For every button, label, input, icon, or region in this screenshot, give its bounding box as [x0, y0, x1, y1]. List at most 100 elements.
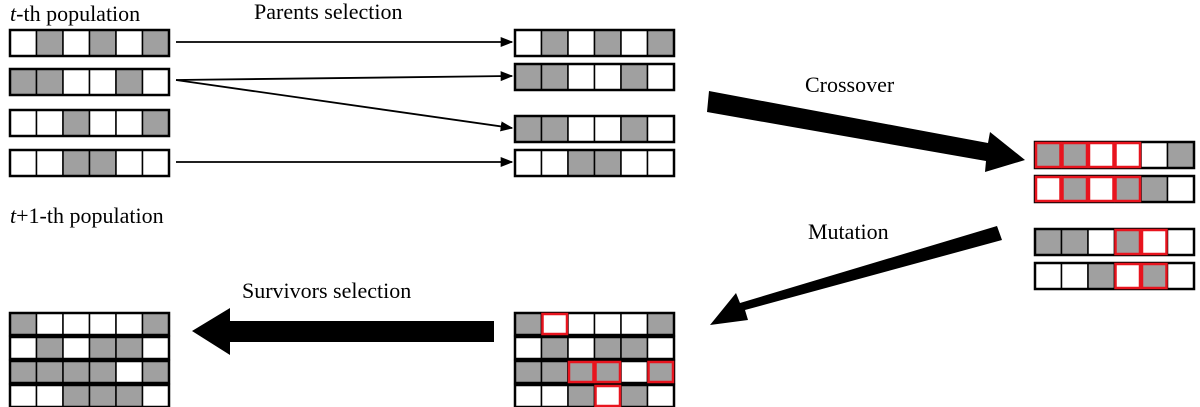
gene-cell: [620, 115, 649, 143]
gene-cell: [1166, 175, 1195, 203]
t-population-label-prefix: t: [10, 1, 17, 26]
selection-arrows: [175, 36, 514, 168]
gene-cell: [115, 312, 144, 336]
gene-cell: [141, 384, 170, 407]
gene-cell: [514, 312, 543, 336]
offspring-mutated-chromosome-1: [513, 311, 676, 337]
changed-gene-highlight: [594, 360, 622, 384]
gene-cell: [1087, 175, 1116, 203]
gene-cell: [88, 336, 117, 360]
chromosome-border: [513, 62, 676, 92]
chromosome-border: [8, 335, 171, 361]
parents-chromosome-4: [513, 148, 676, 178]
gene-cell: [540, 149, 569, 177]
gene-cell: [88, 360, 117, 384]
gene-cell: [9, 336, 38, 360]
offspring-mutated-group: [513, 311, 676, 407]
parents-chromosome-1: [513, 28, 676, 58]
gene-cell: [540, 360, 569, 384]
gene-cell: [1166, 262, 1195, 290]
changed-gene-highlight: [1140, 262, 1168, 290]
chromosome-border: [513, 311, 676, 337]
gene-cell: [567, 336, 596, 360]
gene-cell: [593, 29, 622, 57]
gene-cell: [593, 312, 622, 336]
gene-cell: [115, 336, 144, 360]
gene-cell: [115, 149, 144, 177]
t-population-label-suffix: -th population: [16, 1, 140, 26]
offspring-mutated-chromosome-3: [513, 359, 676, 385]
gene-cell: [514, 115, 543, 143]
gene-cell: [540, 336, 569, 360]
t1-population-label-prefix: t: [10, 203, 17, 228]
gene-cell: [35, 384, 64, 407]
gene-cell: [540, 115, 569, 143]
t1-population-label-suffix: +1-th population: [16, 203, 163, 228]
gene-cell: [1034, 141, 1063, 169]
gene-cell: [620, 149, 649, 177]
gene-cell: [620, 384, 649, 407]
gene-cell: [540, 312, 569, 336]
gene-cell: [620, 312, 649, 336]
gene-cell: [88, 384, 117, 407]
selection-arrow-2: [175, 71, 514, 82]
parents-chromosome-3: [513, 114, 676, 144]
gene-cell: [514, 149, 543, 177]
gene-cell: [646, 384, 675, 407]
gene-cell: [141, 312, 170, 336]
gene-cell: [1113, 262, 1142, 290]
gene-cell: [1060, 262, 1089, 290]
gene-cell: [1034, 228, 1063, 256]
gene-cell: [593, 384, 622, 407]
chromosome-border: [8, 28, 171, 58]
gene-cell: [1140, 175, 1169, 203]
gene-cell: [646, 29, 675, 57]
chromosome-border: [8, 67, 171, 97]
mutation-label: Mutation: [808, 219, 889, 244]
gene-cell: [514, 336, 543, 360]
gene-cell: [1166, 141, 1195, 169]
changed-gene-highlight: [567, 360, 595, 384]
t1-population-chromosome-1: [8, 311, 171, 337]
t-population-chromosome-1: [8, 28, 171, 58]
gene-cell: [1140, 262, 1169, 290]
chromosome-border: [513, 335, 676, 361]
gene-cell: [646, 149, 675, 177]
gene-cell: [88, 149, 117, 177]
gene-cell: [35, 149, 64, 177]
changed-gene-highlight: [1114, 228, 1142, 256]
gene-cell: [1166, 228, 1195, 256]
gene-cell: [1060, 175, 1089, 203]
gene-cell: [141, 68, 170, 96]
gene-cell: [646, 63, 675, 91]
t-population-chromosome-4: [8, 148, 171, 178]
gene-cell: [115, 68, 144, 96]
t-population-chromosome-2: [8, 67, 171, 97]
gene-cell: [567, 149, 596, 177]
gene-cell: [593, 336, 622, 360]
gene-cell: [514, 29, 543, 57]
gene-cell: [35, 109, 64, 137]
gene-cell: [9, 312, 38, 336]
gene-cell: [1113, 228, 1142, 256]
parents-selection-label: Parents selection: [254, 0, 402, 24]
gene-cell: [62, 312, 91, 336]
gene-cell: [1140, 141, 1169, 169]
gene-cell: [567, 29, 596, 57]
gene-cell: [115, 109, 144, 137]
gene-cell: [646, 336, 675, 360]
changed-gene-highlight: [1061, 141, 1089, 169]
gene-cell: [88, 312, 117, 336]
gene-cell: [1060, 228, 1089, 256]
offspring-crossover-chromosome-2: [1033, 174, 1196, 204]
changed-gene-highlight: [1061, 175, 1089, 203]
gene-cell: [646, 115, 675, 143]
gene-cell: [115, 384, 144, 407]
gene-cell: [62, 149, 91, 177]
gene-cell: [9, 360, 38, 384]
gene-cell: [540, 29, 569, 57]
t1-population-chromosome-2: [8, 335, 171, 361]
t1-population-label: t+1-th population: [10, 203, 164, 228]
chromosome-border: [8, 148, 171, 178]
offspring-crossover-group: [1033, 140, 1196, 291]
